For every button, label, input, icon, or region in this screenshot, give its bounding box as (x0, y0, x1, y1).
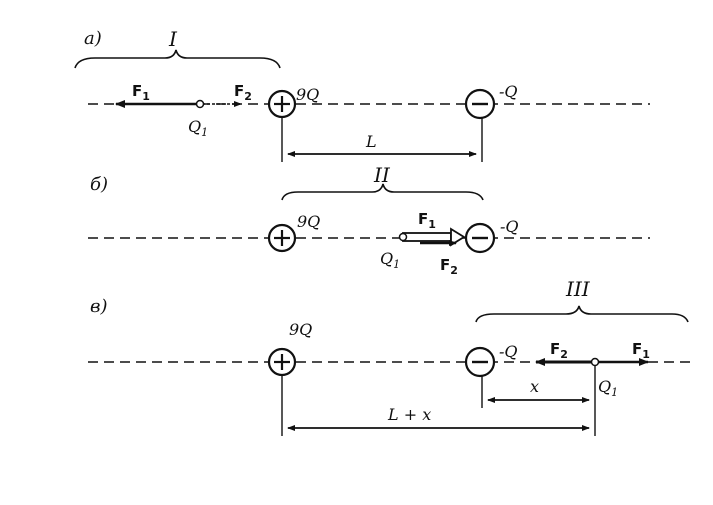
panel-c-label: в) (90, 296, 108, 317)
test-charge-a (195, 99, 205, 109)
force-f2-label-b: F2 (440, 256, 458, 277)
charge-9q-label-b: 9Q (297, 212, 320, 231)
distance-l-label: L (365, 132, 377, 151)
positive-charge-b (267, 223, 297, 253)
negative-charge-a (464, 88, 496, 120)
charge-minus-q-label-a: -Q (499, 82, 518, 101)
region-ii-label: II (373, 163, 391, 187)
force-f1-label-b: F1 (418, 210, 436, 231)
test-charge-label-b: Q1 (380, 249, 400, 271)
panel-b-label: б) (90, 174, 108, 195)
test-charge-b (398, 232, 408, 242)
force-f2-label-a: F2 (234, 82, 252, 103)
force-f1-arrow-b (402, 232, 452, 242)
test-charge-c (590, 357, 600, 367)
region-iii-brace (475, 305, 689, 323)
negative-charge-b (464, 222, 496, 254)
charge-9q-label-a: 9Q (296, 85, 319, 104)
force-f1-label-c: F1 (632, 340, 650, 361)
test-charge-label-a: Q1 (188, 117, 208, 139)
region-i-label: I (168, 27, 178, 51)
charge-9q-label-c: 9Q (289, 320, 312, 339)
charge-minus-q-label-b: -Q (500, 217, 519, 236)
test-charge-label-c: Q1 (598, 377, 618, 399)
region-i-brace (74, 49, 281, 69)
panel-a-label: а) (84, 28, 102, 49)
distance-total-label: L + x (387, 405, 431, 424)
region-iii-label: III (565, 277, 591, 301)
region-ii-brace (281, 183, 484, 201)
negative-charge-c (464, 346, 496, 378)
positive-charge-a (267, 89, 297, 119)
distance-x-label: x (530, 377, 539, 396)
panel-b: б) II 9Q F1 F2 Q1 -Q (88, 163, 650, 277)
panel-a: а) I F1 F2 Q1 9Q -Q L (74, 27, 650, 162)
force-f2-label-c: F2 (550, 340, 568, 361)
charge-minus-q-label-c: -Q (499, 342, 518, 361)
force-f1-label-a: F1 (132, 82, 150, 103)
panel-c: в) III 9Q -Q F2 F1 Q1 x (88, 277, 690, 436)
positive-charge-c (267, 347, 297, 377)
